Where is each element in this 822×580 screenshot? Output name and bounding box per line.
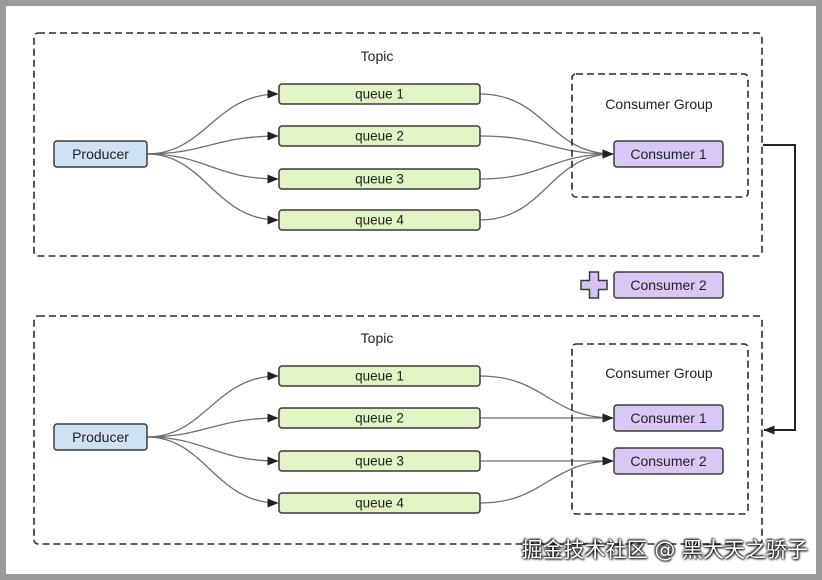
top-queue-2: queue 2	[278, 125, 481, 147]
top-consumer-1-label: Consumer 1	[630, 146, 706, 162]
bottom-queue-2-label: queue 2	[355, 411, 404, 426]
bottom-queue-4-label: queue 4	[355, 496, 404, 511]
bottom-consumer-group: Consumer Group Consumer 1 Consumer 2	[571, 343, 749, 515]
bottom-queue-2: queue 2	[278, 407, 481, 429]
top-queue-3: queue 3	[278, 168, 481, 190]
edge-top-producer-queue-3	[146, 153, 279, 184]
top-consumer-1-box	[613, 140, 724, 168]
added-consumer-box	[613, 271, 724, 299]
top-consumer-1: Consumer 1	[613, 140, 724, 168]
edge-top-queue-1-consumer-1	[479, 93, 614, 159]
rebalance-connector-arrow	[763, 144, 796, 435]
top-queue-1: queue 1	[278, 83, 481, 105]
bottom-consumer-2-label: Consumer 2	[630, 453, 706, 469]
bottom-topic-frame	[33, 315, 763, 545]
bottom-queue-4-box	[278, 492, 481, 514]
top-consumer-group-label: Consumer Group	[605, 96, 713, 112]
top-queue-2-box	[278, 125, 481, 147]
bottom-producer-box	[53, 423, 148, 451]
top-producer-node: Producer	[53, 140, 148, 168]
edge-top-producer-queue-1	[146, 89, 279, 155]
top-queue-4-label: queue 4	[355, 213, 404, 228]
bottom-queue-3: queue 3	[278, 450, 481, 472]
bottom-edges	[146, 371, 614, 508]
top-topic-label: Topic	[361, 48, 394, 64]
plus-icon	[580, 271, 608, 299]
top-queue-4-box	[278, 209, 481, 231]
top-consumer-group: Consumer Group Consumer 1	[571, 73, 749, 198]
bottom-consumer-1-label: Consumer 1	[630, 410, 706, 426]
top-producer-box	[53, 140, 148, 168]
added-consumer-label: Consumer 2	[630, 277, 706, 293]
bottom-queue-4: queue 4	[278, 492, 481, 514]
bottom-topic: Topic Producer queue 1 queue 2	[33, 315, 763, 545]
edge-top-queue-4-consumer-1	[479, 149, 614, 221]
edge-bottom-producer-queue-4	[146, 436, 279, 508]
bottom-queue-1-label: queue 1	[355, 369, 404, 384]
edge-top-producer-queue-4	[146, 153, 279, 225]
bottom-queue-2-box	[278, 407, 481, 429]
bottom-consumer-group-frame	[571, 343, 749, 515]
edge-bottom-queue-4-consumer-2	[479, 456, 614, 504]
top-queue-2-label: queue 2	[355, 129, 404, 144]
bottom-consumer-1-box	[613, 404, 724, 432]
edge-bottom-queue-1-consumer-1	[479, 375, 614, 423]
bottom-queue-3-label: queue 3	[355, 454, 404, 469]
bottom-topic-label: Topic	[361, 330, 394, 346]
top-queue-3-label: queue 3	[355, 172, 404, 187]
bottom-producer-label: Producer	[72, 429, 129, 445]
edge-bottom-producer-queue-2	[146, 413, 279, 438]
top-queue-3-box	[278, 168, 481, 190]
edge-top-producer-queue-2	[146, 131, 279, 155]
top-queue-1-box	[278, 83, 481, 105]
bottom-producer-node: Producer	[53, 423, 148, 451]
added-consumer: Consumer 2	[580, 271, 724, 299]
bottom-consumer-2-box	[613, 447, 724, 475]
top-consumer-group-frame	[571, 73, 749, 198]
bottom-consumer-group-label: Consumer Group	[605, 365, 713, 381]
top-topic: Topic Producer queue 1 queue 2	[33, 32, 763, 257]
bottom-queue-1-box	[278, 365, 481, 387]
edge-top-queue-2-consumer-1	[479, 135, 614, 159]
bottom-consumer-1: Consumer 1	[613, 404, 724, 432]
bottom-queue-1: queue 1	[278, 365, 481, 387]
edge-bottom-producer-queue-1	[146, 371, 279, 438]
bottom-queue-3-box	[278, 450, 481, 472]
top-queue-1-label: queue 1	[355, 87, 404, 102]
top-edges	[146, 89, 614, 225]
bottom-consumer-2: Consumer 2	[613, 447, 724, 475]
watermark: 掘金技术社区 @ 黑大天之骄子	[521, 538, 808, 562]
edge-top-queue-3-consumer-1	[479, 149, 614, 180]
top-queue-4: queue 4	[278, 209, 481, 231]
top-producer-label: Producer	[72, 146, 129, 162]
edge-bottom-producer-queue-3	[146, 436, 279, 466]
